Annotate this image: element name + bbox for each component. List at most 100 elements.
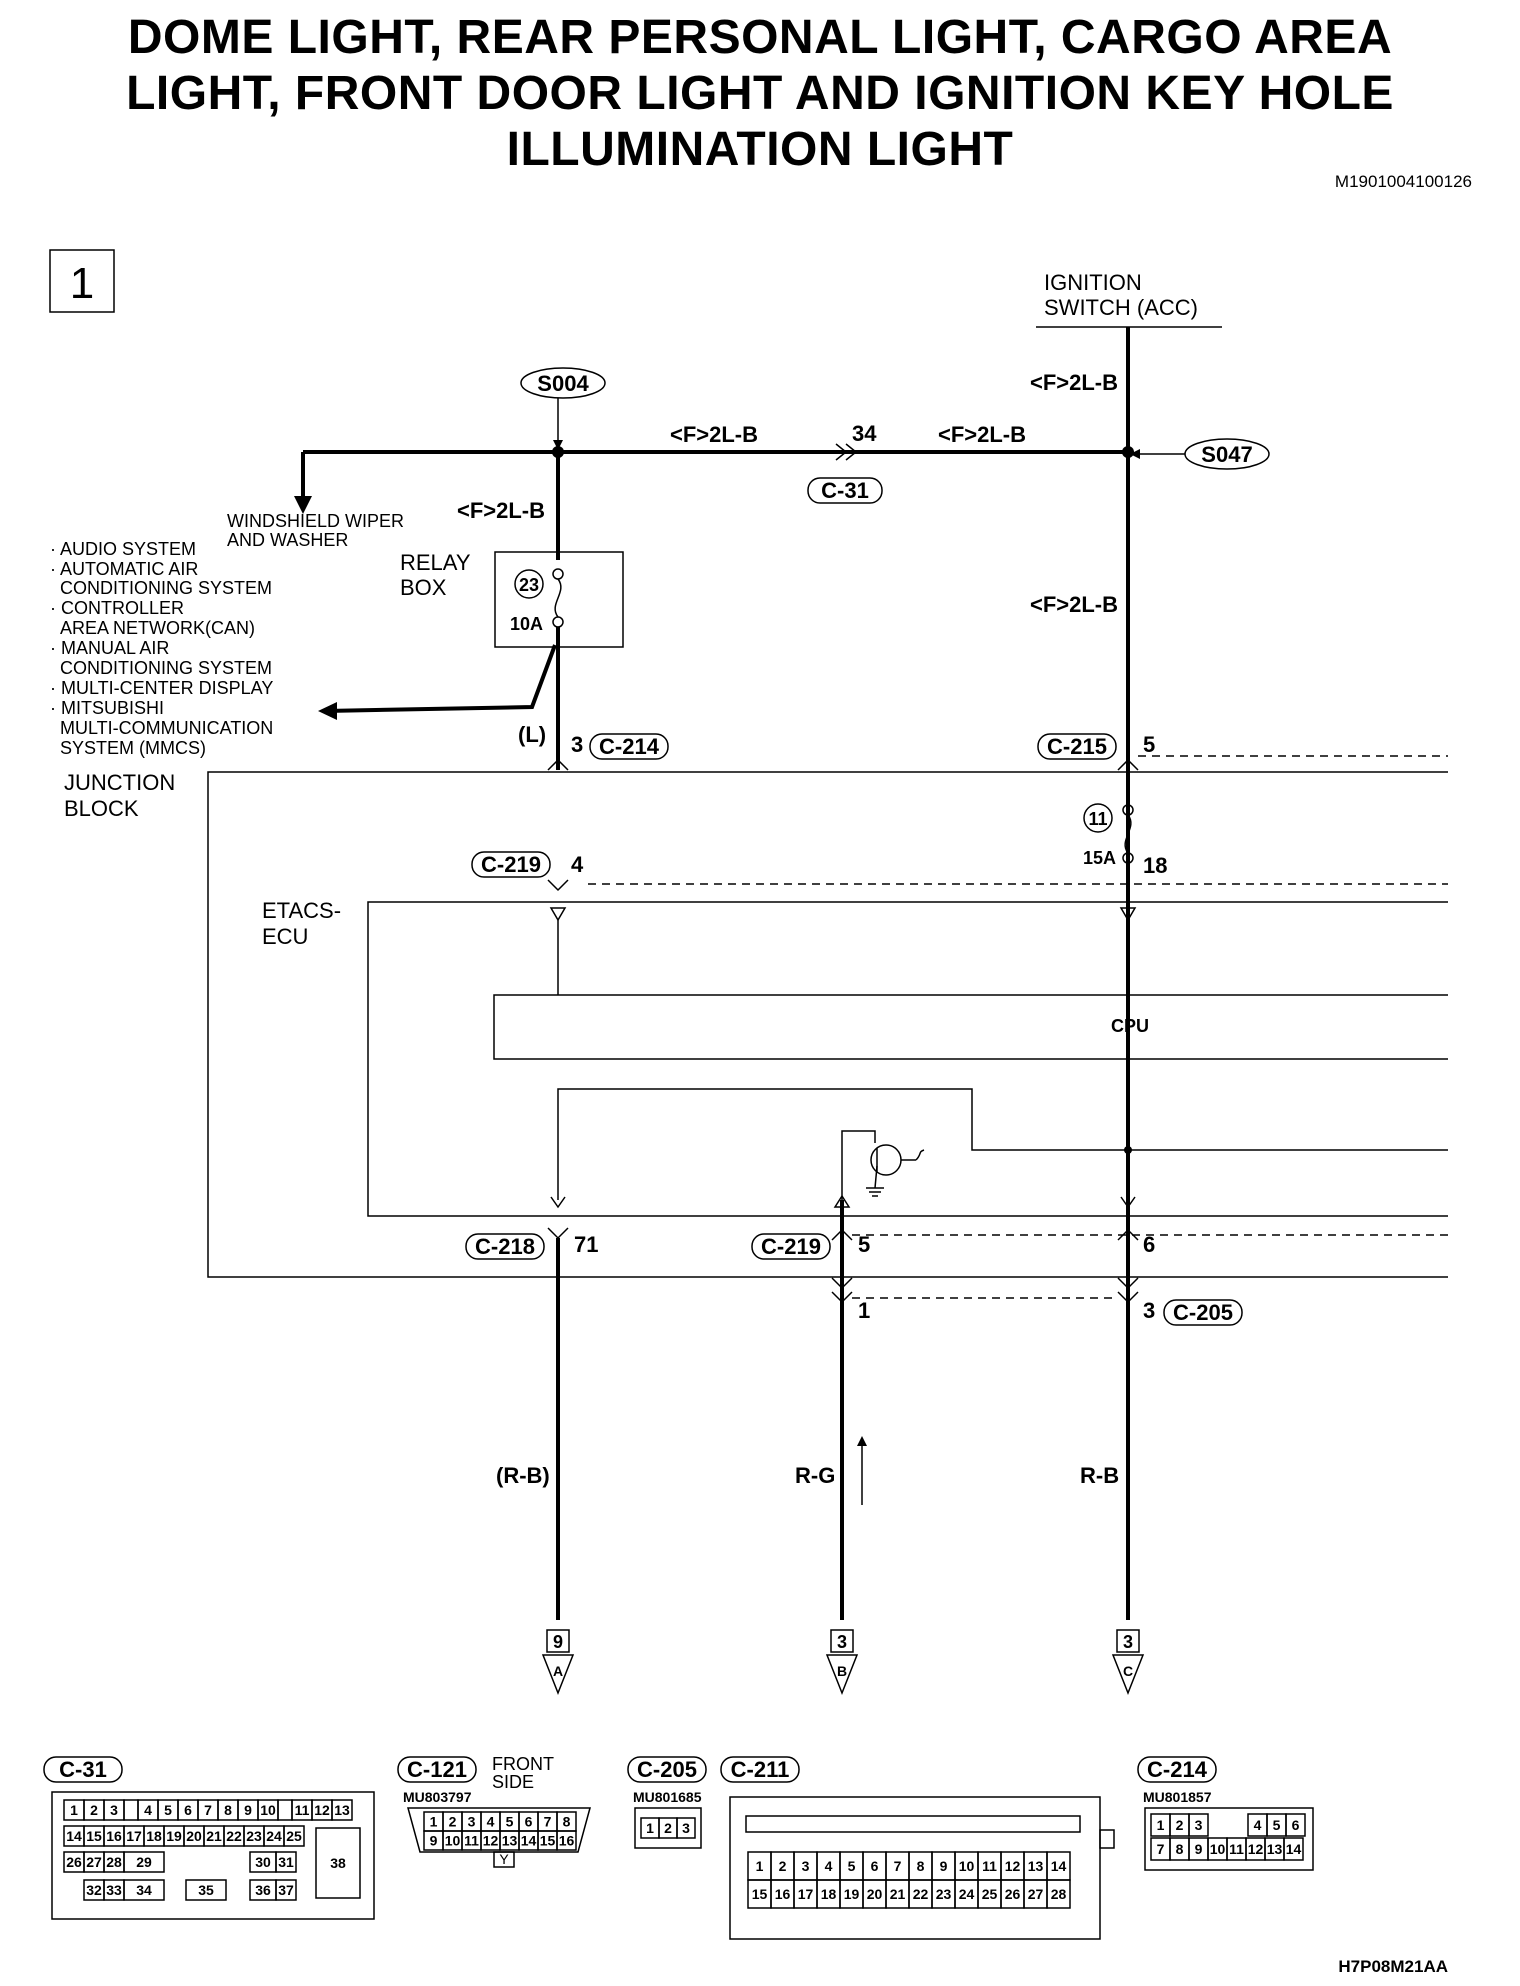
connector-pin-label: 1 (1157, 1817, 1165, 1833)
connector-pin-label: 24 (266, 1828, 282, 1844)
connector-pin-label: 15 (86, 1828, 102, 1844)
destination-item: CONDITIONING SYSTEM (60, 658, 272, 678)
connector-pin-label: 13 (334, 1802, 350, 1818)
c219-lower-pin-6: 6 (1143, 1232, 1155, 1257)
connector-pin-label: 5 (164, 1802, 172, 1818)
destination-item: · CONTROLLER (50, 598, 184, 618)
connector-pin-label: 38 (330, 1855, 346, 1871)
wire-code-rb-a: (R-B) (496, 1463, 550, 1488)
connector-pin-label: 32 (86, 1882, 102, 1898)
s004-junction-dot (552, 446, 564, 458)
fuse23-number: 23 (519, 575, 539, 595)
connector-pin-label: 25 (982, 1886, 998, 1902)
connector-pin-label: 2 (449, 1814, 457, 1830)
connector-pin-label: 11 (1229, 1841, 1244, 1857)
connector-pin-label: 5 (506, 1814, 514, 1830)
fuse11-element-icon (1124, 814, 1132, 854)
connector-pin-label: 13 (502, 1833, 518, 1849)
c218-tag-label: C-218 (475, 1234, 535, 1259)
continuation-b[interactable]: 3 B (825, 1629, 859, 1696)
connector-pin-label: 23 (936, 1886, 952, 1902)
connector-pin-cell (556, 1830, 577, 1851)
c31-connector-face (51, 1791, 375, 1920)
c211-side-tab (1099, 1829, 1115, 1849)
wire-code-rg-b: R-G (795, 1463, 835, 1488)
connector-pin-cell (331, 1799, 353, 1821)
connector-pin-label: 3 (802, 1858, 810, 1874)
etacs-ecu-outline (367, 901, 1448, 1217)
connector-pin-label: 24 (959, 1886, 975, 1902)
continuation-c[interactable]: 3 C (1111, 1629, 1145, 1696)
fuse23-element-icon (554, 578, 562, 618)
connector-pin-label: 37 (278, 1882, 294, 1898)
fuse23-amp: 10A (510, 614, 543, 634)
connector-pin-label: 36 (255, 1882, 271, 1898)
c214-view-tag-label: C-214 (1147, 1757, 1208, 1782)
continuation-a-letter: A (553, 1663, 563, 1679)
wire-code-relay: <F>2L-B (457, 498, 545, 523)
destination-item: · AUDIO SYSTEM (50, 539, 196, 559)
diagram-title: DOME LIGHT, REAR PERSONAL LIGHT, CARGO A… (0, 10, 1520, 178)
connector-pin-label: 9 (244, 1802, 252, 1818)
current-direction-arrow-icon (857, 1436, 867, 1446)
connector-pin-label: 34 (136, 1882, 152, 1898)
c218-pin-label: 71 (574, 1232, 598, 1257)
continuation-a-arrow-icon (541, 1654, 575, 1696)
connector-pin-label: 22 (913, 1886, 929, 1902)
junction-block-label-1: JUNCTION (64, 770, 175, 795)
continuation-a[interactable]: 9 A (541, 1629, 575, 1696)
s047-leader-arrow-icon (1130, 449, 1140, 459)
c211-view-tag-label: C-211 (731, 1757, 790, 1782)
figure-code: H7P08M21AA (1338, 1957, 1448, 1976)
connector-pin-label: 26 (66, 1854, 82, 1870)
continuation-c-page: 3 (1123, 1632, 1133, 1652)
fuse23-terminal-bottom (552, 616, 564, 628)
connector-pin-label: 5 (1273, 1817, 1281, 1833)
connector-pin-label: 31 (278, 1854, 294, 1870)
c218-tag (465, 1233, 545, 1260)
page-number-box (49, 249, 115, 313)
c31-tag-label: C-31 (821, 478, 869, 503)
c205-part-number: MU801685 (633, 1789, 702, 1805)
continuation-c-arrow-icon (1111, 1654, 1145, 1696)
transistor-icon (870, 1144, 902, 1176)
connector-pin-label: 17 (126, 1828, 142, 1844)
connector-pin-label: 4 (1254, 1817, 1262, 1833)
connector-pin-label: 16 (559, 1833, 575, 1849)
connector-pin-label: 27 (86, 1854, 102, 1870)
wire-code-main-right: <F>2L-B (938, 422, 1026, 447)
connector-pin-label: 28 (106, 1854, 122, 1870)
c121-front-label: FRONT (492, 1754, 554, 1774)
c211-latch (745, 1815, 1081, 1833)
c31-view-tag (43, 1756, 123, 1783)
wiper-label-1: WINDSHIELD WIPER (227, 511, 404, 531)
c215-tag (1037, 733, 1117, 760)
c219-lower-terminal-6-icon (1117, 1228, 1139, 1241)
document-id: M1901004100126 (1334, 172, 1472, 191)
transistor-base-wire (901, 1149, 925, 1161)
etacs-output-3-icon (1120, 1196, 1136, 1209)
connector-pin-label: 11 (295, 1802, 310, 1818)
s004-label: S004 (537, 371, 589, 396)
connector-pin-label: 11 (982, 1858, 997, 1874)
connector-pin-label: 13 (1267, 1841, 1283, 1857)
connector-pin-cell (123, 1851, 165, 1873)
connector-pin-cell (676, 1817, 696, 1839)
wire-code-l: (L) (518, 722, 546, 747)
connector-pin-label: 14 (521, 1833, 537, 1849)
connector-pin-cell (123, 1879, 165, 1901)
destination-item: AREA NETWORK(CAN) (60, 618, 255, 638)
connector-pin-label: 29 (136, 1854, 152, 1870)
continuation-a-page: 9 (553, 1632, 563, 1652)
connector-pin-label: 7 (544, 1814, 552, 1830)
c214-part-number: MU801857 (1143, 1789, 1212, 1805)
connector-pin-cell (275, 1851, 297, 1873)
c31-pin-label: 34 (852, 421, 877, 446)
destination-item: · MANUAL AIR (50, 638, 169, 658)
c205-pin-3: 3 (1143, 1298, 1155, 1323)
c121-part-number: MU803797 (403, 1789, 472, 1805)
